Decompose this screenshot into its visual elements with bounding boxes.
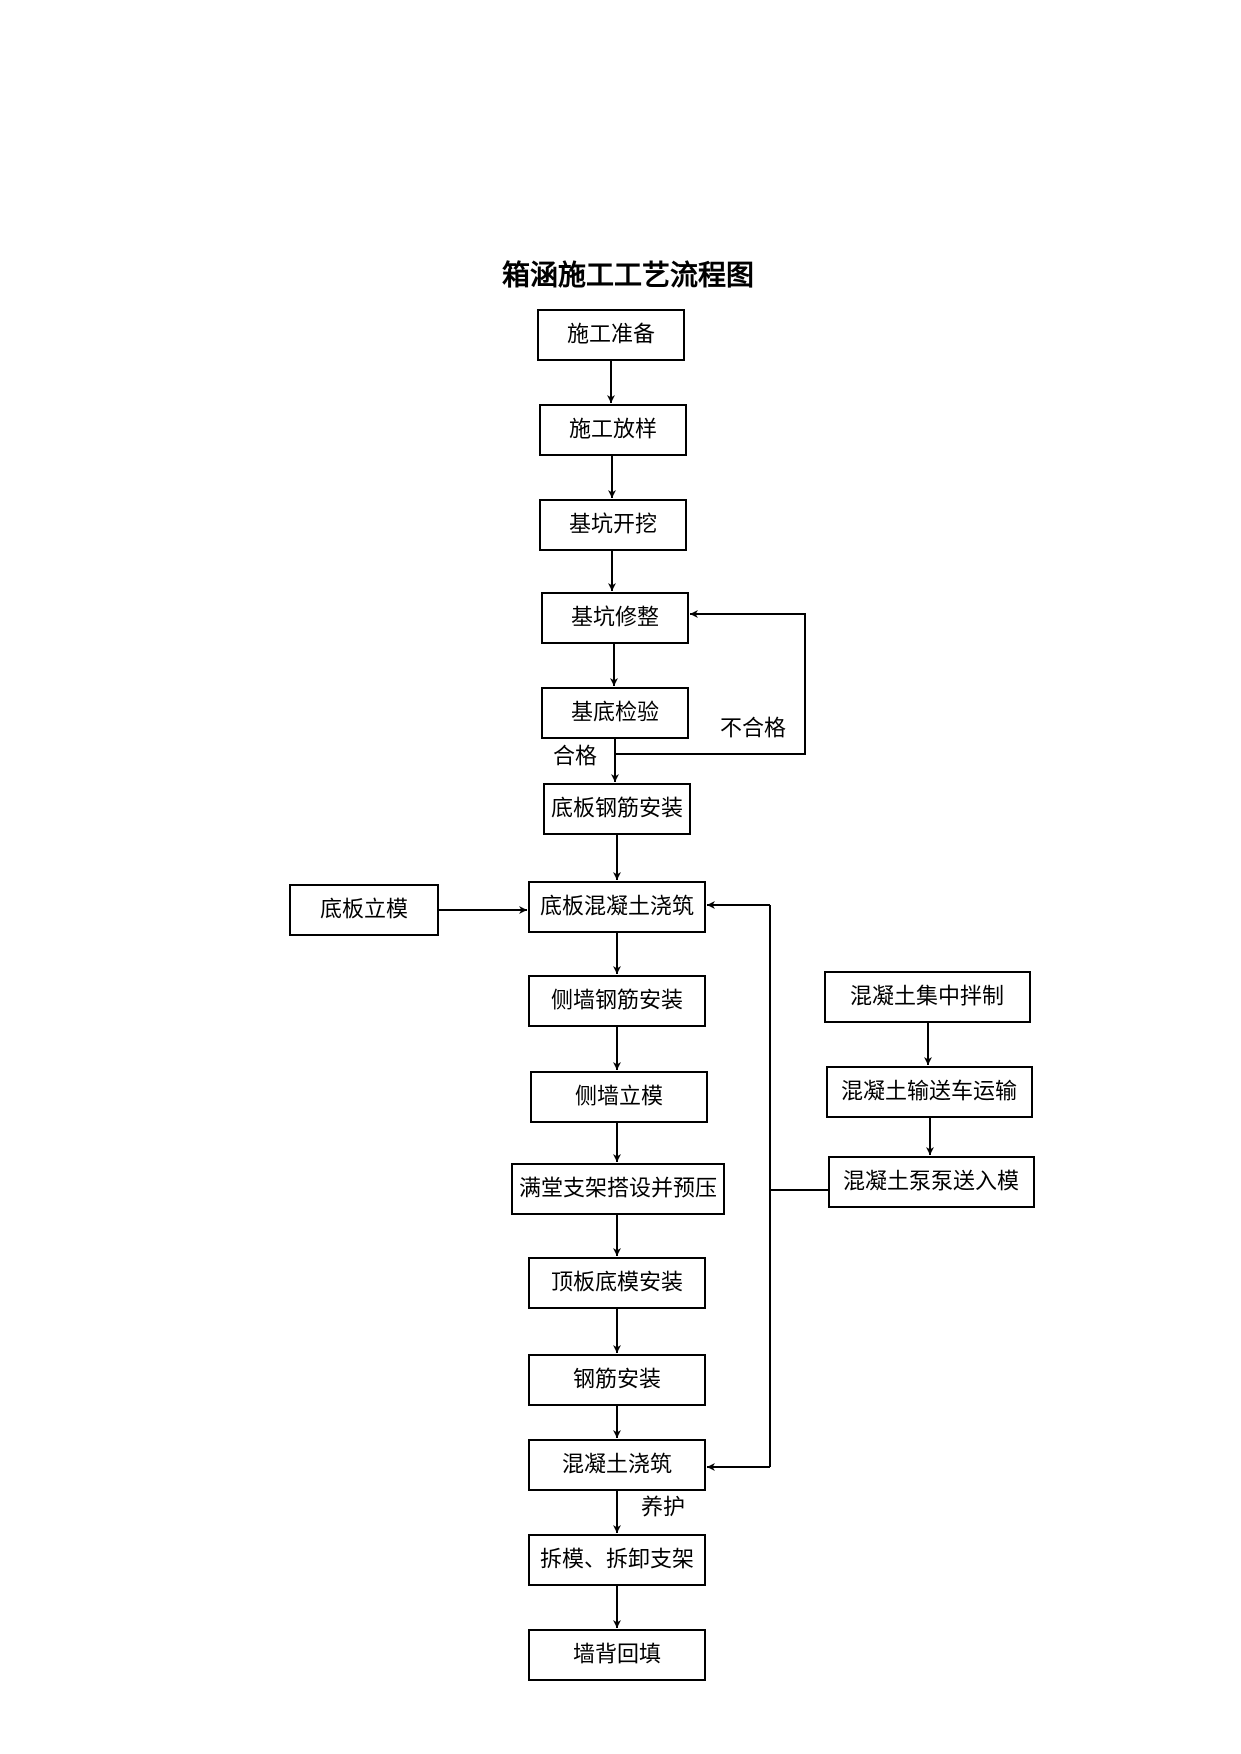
node-top-formwork: 顶板底模安装 <box>528 1257 706 1309</box>
node-prep: 施工准备 <box>537 309 685 361</box>
node-layout: 施工放样 <box>539 404 687 456</box>
node-bottom-pour: 底板混凝土浇筑 <box>528 881 706 933</box>
node-mixing: 混凝土集中拌制 <box>824 971 1031 1023</box>
node-mixing-label: 混凝土集中拌制 <box>850 985 1004 1010</box>
node-wall-formwork: 侧墙立模 <box>530 1071 708 1123</box>
node-transport-label: 混凝土输送车运输 <box>841 1080 1017 1105</box>
node-inspection: 基底检验 <box>541 687 689 739</box>
diagram-title: 箱涵施工工艺流程图 <box>502 259 754 292</box>
node-pour: 混凝土浇筑 <box>528 1439 706 1491</box>
node-backfill-label: 墙背回填 <box>573 1643 661 1668</box>
node-bottom-pour-label: 底板混凝土浇筑 <box>540 895 694 920</box>
node-bottom-formwork-label: 底板立模 <box>320 898 408 923</box>
node-wall-formwork-label: 侧墙立模 <box>575 1085 663 1110</box>
edge-fail-loop <box>615 610 806 755</box>
node-scaffold: 满堂支架搭设并预压 <box>511 1163 725 1215</box>
node-inspection-label: 基底检验 <box>571 701 659 726</box>
node-excavation-label: 基坑开挖 <box>569 513 657 538</box>
node-scaffold-label: 满堂支架搭设并预压 <box>519 1177 717 1202</box>
node-bottom-rebar: 底板钢筋安装 <box>543 783 691 835</box>
node-layout-label: 施工放样 <box>569 418 657 443</box>
label-curing: 养护 <box>641 1496 685 1521</box>
label-fail: 不合格 <box>720 717 786 742</box>
node-strip-label: 拆模、拆卸支架 <box>540 1548 694 1573</box>
node-trimming-label: 基坑修整 <box>571 606 659 631</box>
node-excavation: 基坑开挖 <box>539 499 687 551</box>
node-pumping-label: 混凝土泵泵送入模 <box>843 1170 1019 1195</box>
node-pumping: 混凝土泵泵送入模 <box>828 1156 1035 1208</box>
node-transport: 混凝土输送车运输 <box>826 1066 1033 1118</box>
node-rebar-label: 钢筋安装 <box>573 1368 661 1393</box>
node-trimming: 基坑修整 <box>541 592 689 644</box>
node-wall-rebar-label: 侧墙钢筋安装 <box>551 989 683 1014</box>
node-wall-rebar: 侧墙钢筋安装 <box>528 975 706 1027</box>
label-pass: 合格 <box>553 745 597 770</box>
node-rebar: 钢筋安装 <box>528 1354 706 1406</box>
node-pour-label: 混凝土浇筑 <box>562 1453 672 1478</box>
node-strip: 拆模、拆卸支架 <box>528 1534 706 1586</box>
node-top-formwork-label: 顶板底模安装 <box>551 1271 683 1296</box>
node-backfill: 墙背回填 <box>528 1629 706 1681</box>
node-bottom-formwork: 底板立模 <box>289 884 439 936</box>
node-prep-label: 施工准备 <box>567 323 655 348</box>
node-bottom-rebar-label: 底板钢筋安装 <box>551 797 683 822</box>
